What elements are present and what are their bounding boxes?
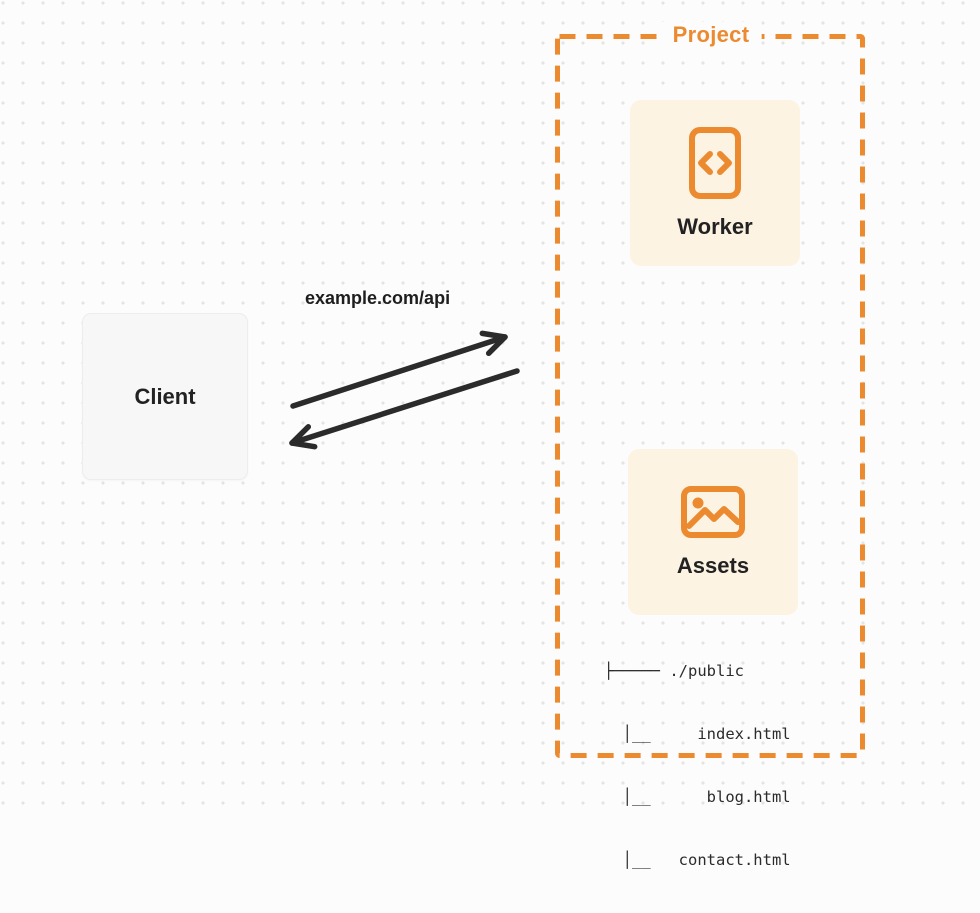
file-tree-line: │__ index.html xyxy=(604,725,791,743)
dotted-background: Project Client example.com/api Worker As… xyxy=(0,0,980,869)
worker-node: Worker xyxy=(630,100,800,266)
assets-file-tree: ├───── ./public │__ index.html │__ blog.… xyxy=(604,619,791,913)
client-node: Client xyxy=(82,313,248,480)
client-label: Client xyxy=(134,383,196,409)
file-tree-line: │__ blog.html xyxy=(604,788,791,806)
project-boundary-label: Project xyxy=(660,22,762,48)
image-icon xyxy=(680,485,746,539)
request-arrow xyxy=(290,330,508,409)
response-arrow xyxy=(289,368,520,450)
assets-node: Assets xyxy=(628,449,798,615)
worker-label: Worker xyxy=(677,214,753,239)
file-tree-line: ├───── ./public xyxy=(604,662,744,680)
assets-label: Assets xyxy=(676,553,750,578)
request-url-label: example.com/api xyxy=(305,288,451,308)
code-document-icon xyxy=(688,126,742,200)
file-tree-line: │__ contact.html xyxy=(604,851,791,869)
